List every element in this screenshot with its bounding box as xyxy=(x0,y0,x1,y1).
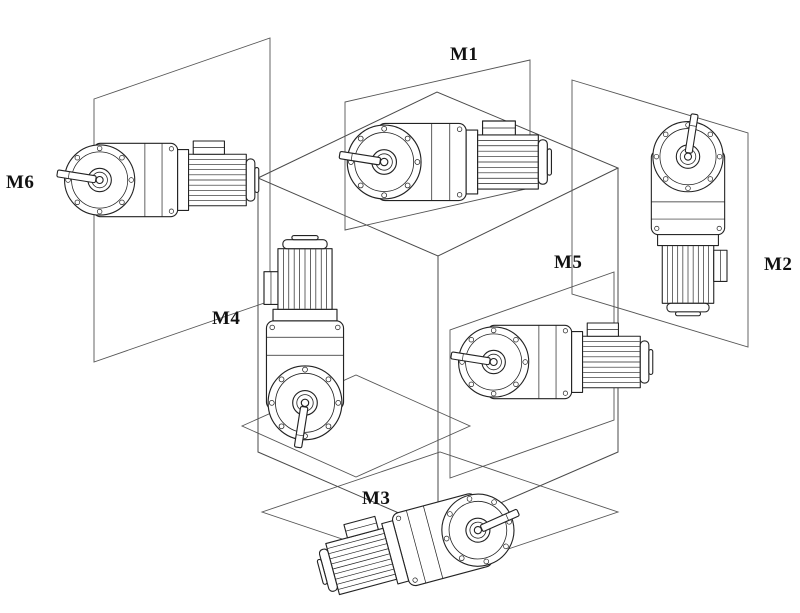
gearmotor-m3 xyxy=(309,479,531,610)
label-m2: M2 xyxy=(764,254,793,275)
gearmotor-m4 xyxy=(263,234,345,449)
label-m4: M4 xyxy=(212,308,241,329)
label-m1: M1 xyxy=(450,44,479,65)
mounting-plane-m5 xyxy=(449,271,615,479)
mounting-plane-m2 xyxy=(571,79,749,348)
gearmotor-m6 xyxy=(56,140,260,218)
gearmotor-m1 xyxy=(338,120,553,202)
mounting-plane-m1 xyxy=(344,59,531,231)
label-m6: M6 xyxy=(6,172,35,193)
label-m5: M5 xyxy=(554,252,583,273)
label-m3: M3 xyxy=(362,488,391,509)
gearmotor-m2 xyxy=(650,113,728,317)
gearmotor-m5 xyxy=(450,322,654,400)
